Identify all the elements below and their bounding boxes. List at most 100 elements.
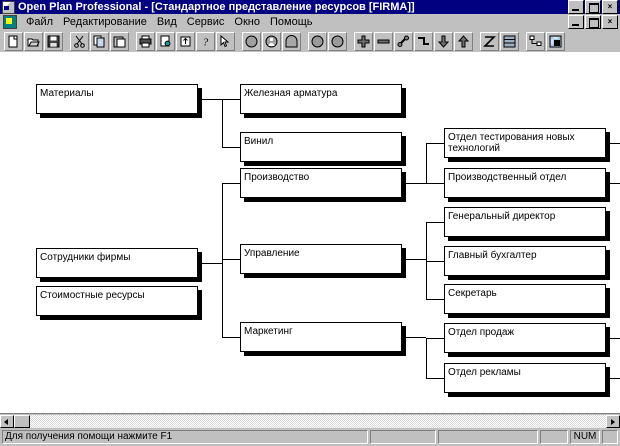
connector-line xyxy=(426,143,444,144)
connector-line xyxy=(426,338,444,339)
grid-view-icon[interactable] xyxy=(500,31,519,51)
connector-line xyxy=(222,99,240,100)
diagram-node-label: Отдел продаж xyxy=(448,327,515,338)
diagram-node-label: Стоимостные ресурсы xyxy=(40,290,145,301)
diagram-node-label: Производственный отдел xyxy=(448,172,567,183)
menu-item-tools[interactable]: Сервис xyxy=(186,15,225,28)
diagram-node-upravlenie[interactable]: Управление xyxy=(240,244,402,274)
diagram-node-sekretar[interactable]: Секретарь xyxy=(444,284,606,314)
connector-line xyxy=(606,143,620,144)
diagram-node-gen-direktor[interactable]: Генеральный директор xyxy=(444,207,606,237)
scrollbar-thumb[interactable] xyxy=(14,415,30,428)
menu-item-window[interactable]: Окно xyxy=(234,15,260,28)
window-controls: × xyxy=(568,0,618,14)
connector-line xyxy=(202,263,222,264)
connector-line xyxy=(426,183,444,184)
copy-icon[interactable] xyxy=(90,31,109,51)
toolbar-group-file xyxy=(4,31,64,51)
print-icon[interactable] xyxy=(136,31,155,51)
connector-line xyxy=(222,337,240,338)
toolbar-group-clipboard xyxy=(70,31,130,51)
connector-line xyxy=(426,378,444,379)
diagram-node-marketing[interactable]: Маркетинг xyxy=(240,322,402,352)
connector-line xyxy=(606,338,620,339)
new-document-icon[interactable] xyxy=(4,31,23,51)
unlink-icon[interactable] xyxy=(414,31,433,51)
menu-item-edit[interactable]: Редактирование xyxy=(63,15,147,28)
save-disk-icon[interactable] xyxy=(44,31,63,51)
zigzag-icon[interactable] xyxy=(480,31,499,51)
connector-line xyxy=(222,183,240,184)
close-button[interactable]: × xyxy=(602,0,618,14)
tree-layout-icon[interactable] xyxy=(526,31,545,51)
connector-line xyxy=(426,222,444,223)
open-folder-icon[interactable] xyxy=(24,31,43,51)
menu-item-help[interactable]: Помощь xyxy=(269,15,313,28)
diagram-node-stoimostnye[interactable]: Стоимостные ресурсы xyxy=(36,286,198,316)
diagram-node-label: Отдел тестирования новых технологий xyxy=(448,132,575,154)
paste-icon[interactable] xyxy=(110,31,129,51)
diagram-node-label: Секретарь xyxy=(448,288,497,299)
mdi-minimize-button[interactable] xyxy=(568,15,584,29)
diagram-node-vinil[interactable]: Винил xyxy=(240,132,402,162)
resource-person-icon[interactable] xyxy=(262,31,281,51)
status-pane-5 xyxy=(602,430,618,444)
menu-item-view[interactable]: Вид xyxy=(156,15,177,28)
menu-item-file[interactable]: Файл xyxy=(26,15,54,28)
sort-icon[interactable] xyxy=(176,31,195,51)
diagram-node-label: Железная арматура xyxy=(244,88,338,99)
remove-minus-icon[interactable] xyxy=(374,31,393,51)
diagram-node-proizv-otdel[interactable]: Производственный отдел xyxy=(444,168,606,198)
diagram-node-gl-buhgalter[interactable]: Главный бухгалтер xyxy=(444,246,606,276)
cut-scissors-icon[interactable] xyxy=(70,31,89,51)
scrollbar-trough[interactable] xyxy=(30,415,606,428)
diagram-node-label: Главный бухгалтер xyxy=(448,250,537,261)
zoom-fit-icon[interactable] xyxy=(546,31,565,51)
help-question-icon[interactable]: ? xyxy=(196,31,215,51)
add-plus-icon[interactable] xyxy=(354,31,373,51)
toolbar-group-view xyxy=(526,31,566,51)
link-icon[interactable] xyxy=(394,31,413,51)
diagram-node-sotrudniki[interactable]: Сотрудники фирмы xyxy=(36,248,198,278)
resource-circle-icon[interactable] xyxy=(242,31,261,51)
toolbar-group-resource-types xyxy=(242,31,302,51)
diagram-node-otdel-test[interactable]: Отдел тестирования новых технологий xyxy=(444,128,606,158)
resource-shape-icon[interactable] xyxy=(282,31,301,51)
diagram-node-label: Отдел рекламы xyxy=(448,367,521,378)
mdi-document-icon[interactable] xyxy=(3,15,17,29)
mdi-restore-button[interactable] xyxy=(585,15,601,29)
diagram-node-armatura[interactable]: Железная арматура xyxy=(240,84,402,114)
move-up-icon[interactable] xyxy=(454,31,473,51)
diagram-node-otdel-rekl[interactable]: Отдел рекламы xyxy=(444,363,606,393)
mdi-close-button[interactable]: × xyxy=(602,15,618,29)
connector-line xyxy=(426,143,427,183)
resource-filled-circle2-icon[interactable] xyxy=(328,31,347,51)
restore-button[interactable] xyxy=(585,0,601,14)
left-arrow-icon[interactable] xyxy=(0,415,14,428)
diagram-node-label: Сотрудники фирмы xyxy=(40,252,131,263)
diagram-node-proizvodstvo[interactable]: Производство xyxy=(240,168,402,198)
diagram-node-otdel-prodaj[interactable]: Отдел продаж xyxy=(444,323,606,353)
status-num-indicator: NUM xyxy=(570,430,600,444)
diagram-node-label: Генеральный директор xyxy=(448,211,556,222)
status-bar: Для получения помощи нажмите F1 NUM xyxy=(0,428,620,446)
connector-line xyxy=(406,337,426,338)
resource-filled-circle-icon[interactable] xyxy=(308,31,327,51)
right-arrow-icon[interactable] xyxy=(606,415,620,428)
status-message: Для получения помощи нажмите F1 xyxy=(2,430,368,444)
status-pane-1 xyxy=(370,430,436,444)
horizontal-scrollbar[interactable] xyxy=(0,413,620,429)
toolbar-group-resource-state xyxy=(308,31,348,51)
minimize-button[interactable] xyxy=(568,0,584,14)
diagram-node-label: Винил xyxy=(244,136,274,147)
window-title: Open Plan Professional - [Стандартное пр… xyxy=(18,1,415,13)
connector-line xyxy=(426,261,444,262)
move-down-icon[interactable] xyxy=(434,31,453,51)
connector-line xyxy=(426,299,444,300)
help-pointer-icon[interactable] xyxy=(216,31,235,51)
print-preview-icon[interactable] xyxy=(156,31,175,51)
toolbar-group-edit-nodes xyxy=(354,31,474,51)
diagram-node-materialy[interactable]: Материалы xyxy=(36,84,198,114)
